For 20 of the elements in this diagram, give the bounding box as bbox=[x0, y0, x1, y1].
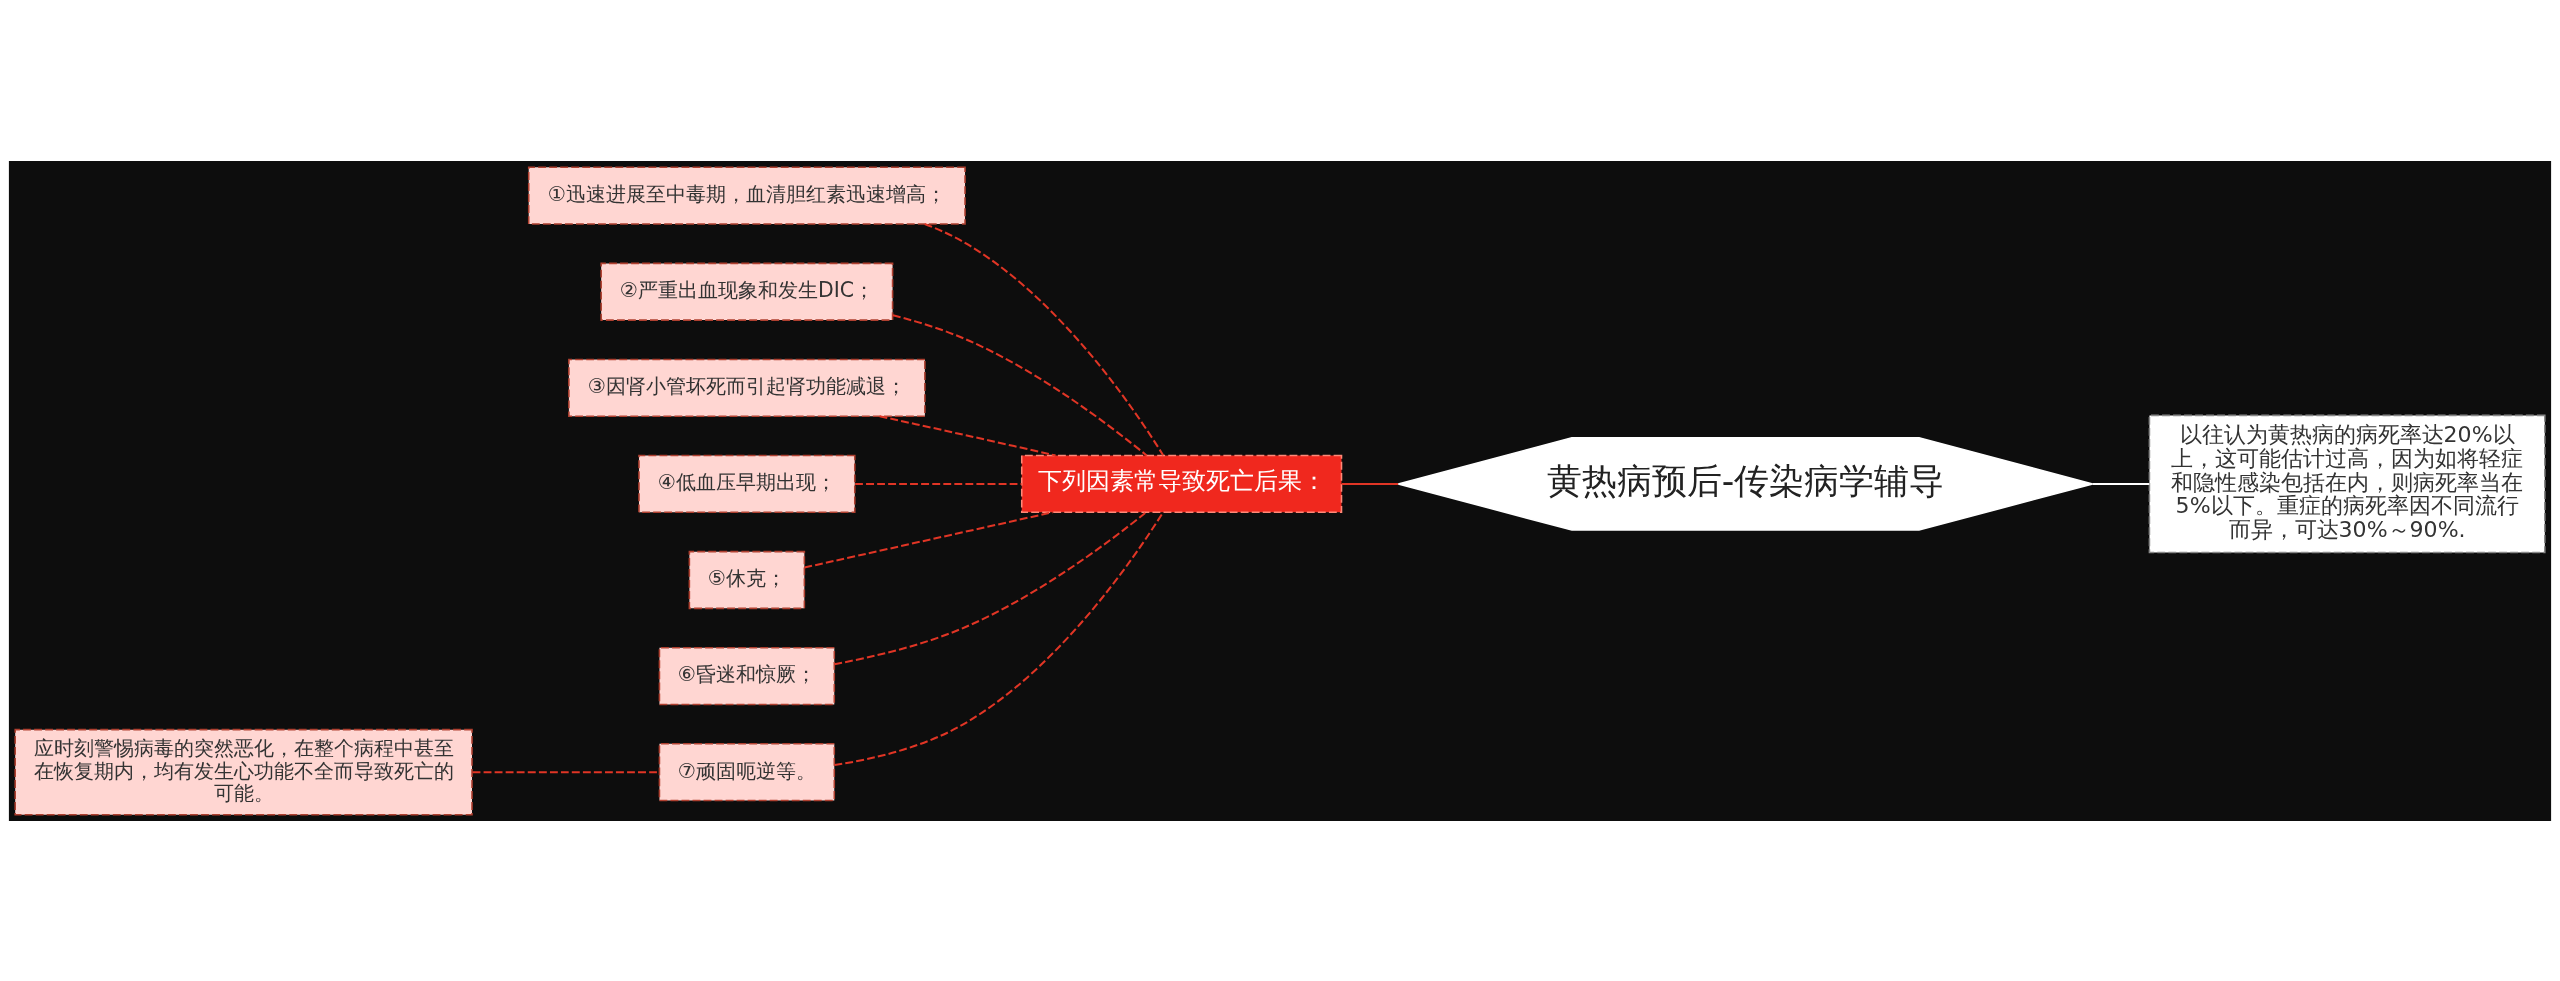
connector bbox=[1341, 482, 1399, 485]
connector bbox=[2093, 482, 2150, 485]
connector bbox=[924, 222, 1164, 456]
node-box: ①迅速进展至中毒期，血清胆红素迅速增高； bbox=[527, 166, 966, 225]
connector bbox=[879, 414, 1056, 456]
node-box: ④低血压早期出现； bbox=[638, 454, 856, 513]
connector bbox=[804, 510, 1053, 569]
node-box: ⑥昏迷和惊厥； bbox=[658, 646, 836, 705]
connector bbox=[472, 770, 660, 773]
node-box: ⑤休克； bbox=[688, 550, 806, 609]
connector bbox=[834, 511, 1147, 665]
node-box: 应时刻警惕病毒的突然恶化，在整个病程中甚至在恢复期内，均有发生心功能不全而导致死亡的可能。 bbox=[14, 728, 473, 815]
connector bbox=[855, 482, 1022, 485]
connector bbox=[834, 511, 1164, 766]
node-box: ②严重出血现象和发生DIC； bbox=[600, 262, 894, 321]
node-box: 以往认为黄热病的病死率达20%以上，这可能估计过高，因为如将轻症和隐性感染包括在内，则病死率当在5%以下。重症的病死率因不同流行而异，可达30%～90%. bbox=[2148, 414, 2546, 553]
node-box: ⑦顽固呃逆等。 bbox=[658, 742, 836, 801]
connector bbox=[892, 313, 1148, 456]
node-box: 下列因素常导致死亡后果： bbox=[1020, 454, 1343, 513]
node-box: ③因肾小管坏死而引起肾功能减退； bbox=[568, 358, 926, 417]
